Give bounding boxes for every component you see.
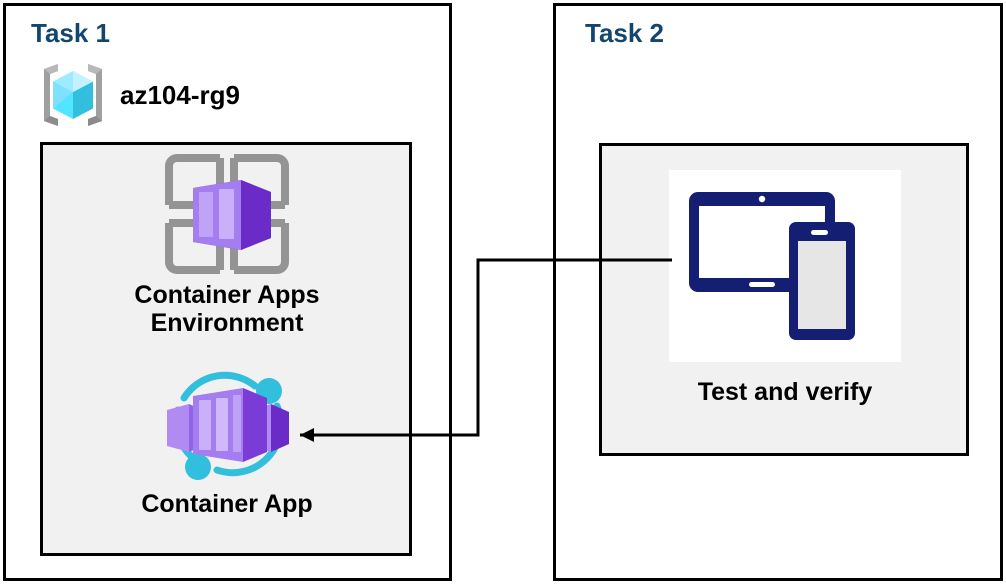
resource-group-icon: [36, 58, 110, 132]
test-and-verify-label: Test and verify: [697, 378, 873, 406]
container-app-label: Container App: [141, 490, 313, 518]
resource-group-row: az104-rg9: [36, 58, 240, 132]
resource-group-label: az104-rg9: [120, 79, 240, 110]
container-apps-environment-icon: [163, 152, 291, 276]
test-and-verify-icon-backdrop: [669, 170, 901, 362]
task-2-title: Task 2: [585, 18, 665, 48]
node-test-and-verify: Test and verify: [640, 170, 930, 406]
node-container-apps-environment: Container Apps Environment: [82, 152, 372, 337]
node-container-app: Container App: [82, 366, 372, 518]
container-apps-environment-label: Container Apps Environment: [134, 281, 320, 337]
container-app-icon: [157, 366, 297, 484]
task-1-title: Task 1: [31, 18, 111, 48]
